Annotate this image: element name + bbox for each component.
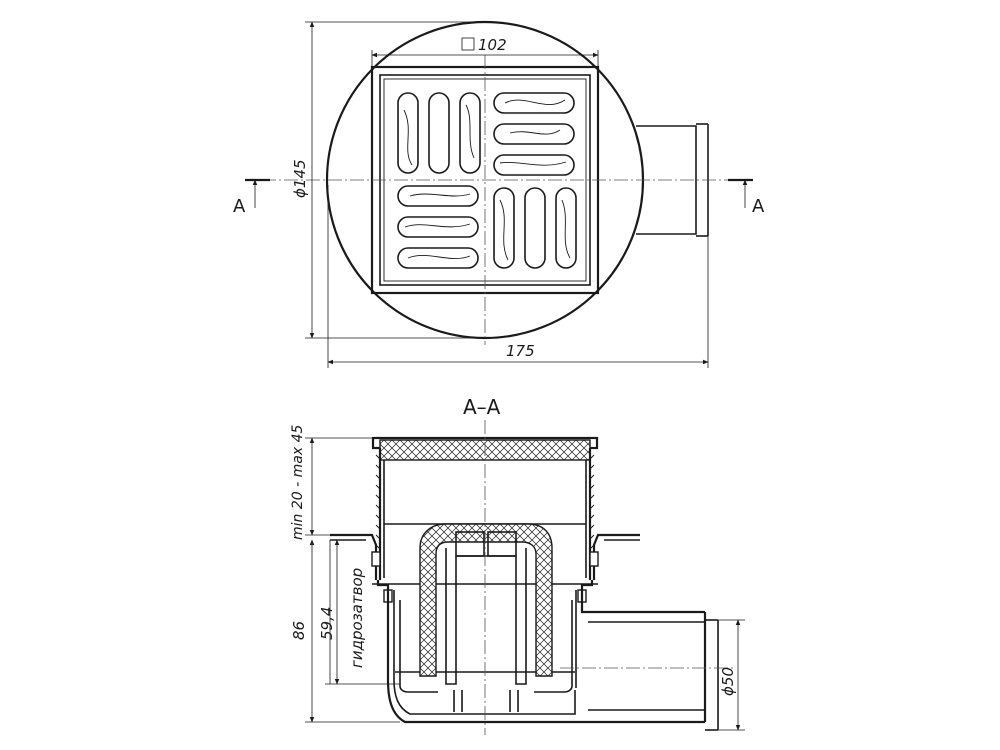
dim-102: 102 — [371, 36, 599, 67]
section-title: A–A — [463, 395, 501, 419]
section-mark-left: A — [233, 178, 270, 217]
dim-594-label: 59,4 — [318, 607, 336, 640]
top-view: 102 ϕ145 175 A A — [233, 20, 765, 368]
dim-50-label: ϕ50 — [719, 667, 737, 696]
dim-175-label: 175 — [506, 342, 535, 360]
dim-145-label: ϕ145 — [291, 159, 309, 198]
square-symbol — [461, 37, 475, 51]
sleeve-ribs — [375, 454, 595, 560]
dim-145: ϕ145 — [291, 21, 485, 339]
section-view: min 20 - max 45 86 59,4 гидрозатвор ϕ50 — [290, 420, 745, 735]
section-mark-right: A — [728, 178, 765, 217]
grate-slots — [397, 92, 577, 269]
svg-text:A: A — [752, 196, 765, 217]
dim-50: ϕ50 — [718, 619, 745, 731]
dim-594: 59,4 гидрозатвор — [318, 539, 400, 685]
svg-text:A: A — [233, 196, 246, 217]
dim-102-label: 102 — [478, 36, 507, 54]
side-outlet-section — [588, 612, 719, 731]
dim-86: 86 — [290, 539, 400, 723]
water-trap — [399, 523, 573, 712]
dim-height-range: min 20 - max 45 — [290, 425, 373, 540]
dim-height-range-label: min 20 - max 45 — [290, 425, 306, 540]
trap-label: гидрозатвор — [348, 568, 366, 668]
dim-175: 175 — [327, 185, 709, 368]
dim-86-label: 86 — [290, 621, 308, 640]
